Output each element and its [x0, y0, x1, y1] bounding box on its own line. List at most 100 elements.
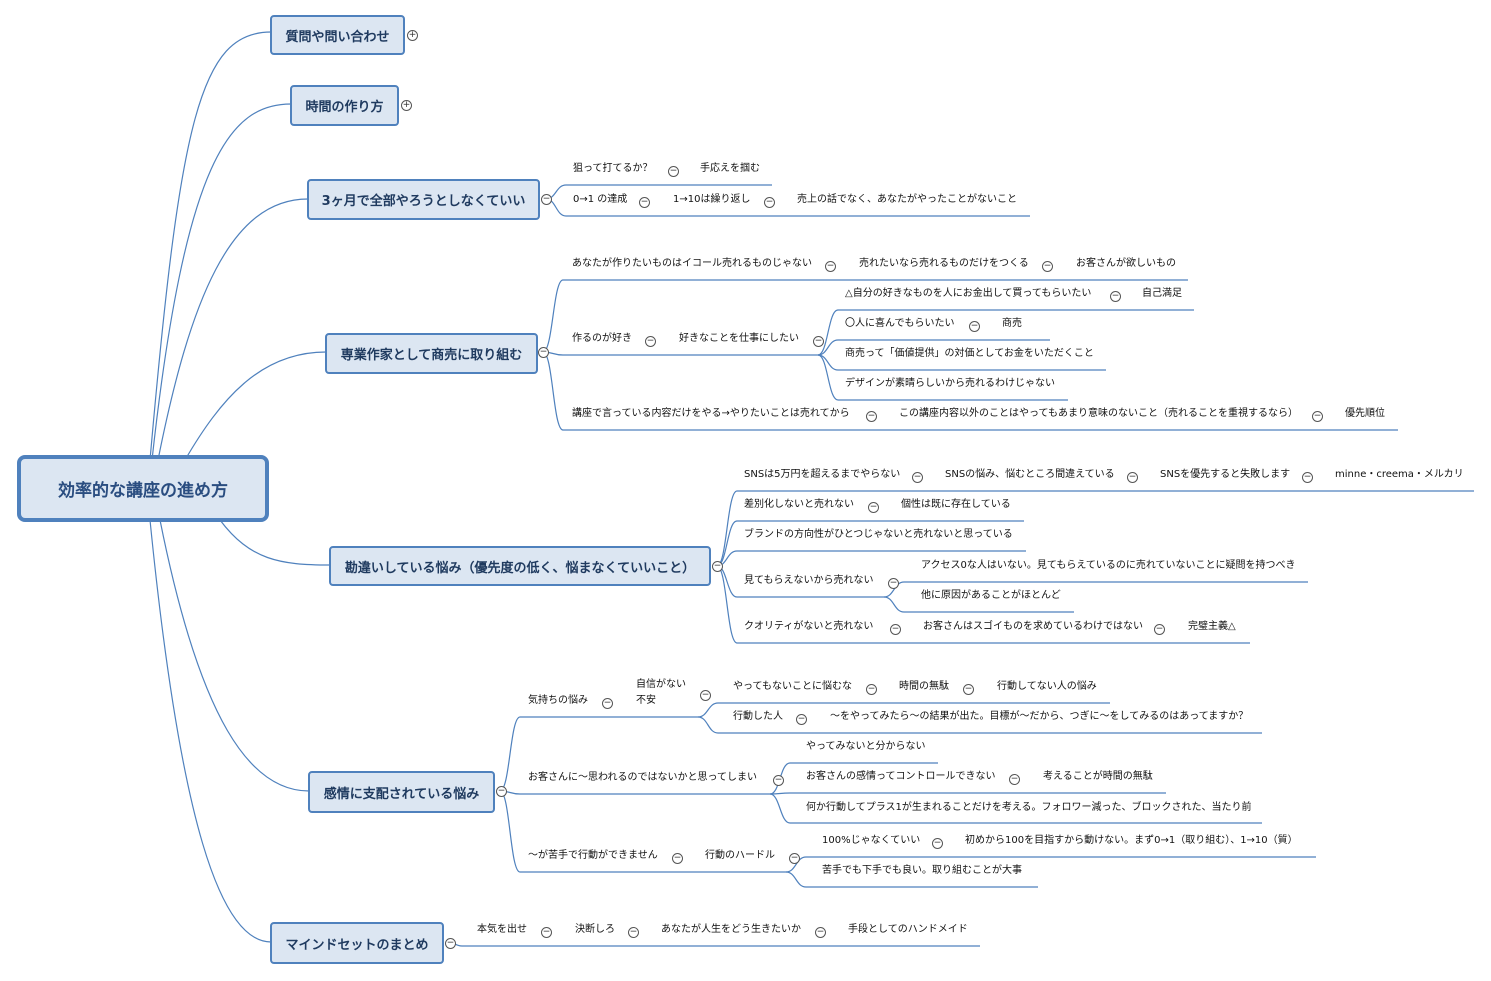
- minus-circle-icon[interactable]: −: [602, 698, 613, 709]
- minus-circle-icon[interactable]: −: [1042, 261, 1053, 272]
- minus-circle-icon[interactable]: −: [773, 775, 784, 786]
- minus-circle-icon[interactable]: −: [764, 197, 775, 208]
- minus-circle-icon[interactable]: −: [712, 561, 723, 572]
- branch-three-months[interactable]: 3ヶ月で全部やろうとしなくていい: [307, 179, 540, 220]
- minus-circle-icon[interactable]: −: [932, 838, 943, 849]
- node-not-about-sales[interactable]: 売上の話でなく、あなたがやったことがないこと: [797, 194, 1017, 205]
- node-customer-wants[interactable]: お客さんが欲しいもの: [1076, 258, 1176, 269]
- node-no-confidence-anxiety[interactable]: 自信がない不安: [636, 679, 686, 706]
- minus-circle-icon[interactable]: −: [1009, 774, 1020, 785]
- node-hobby-to-job[interactable]: 好きなことを仕事にしたい: [679, 333, 799, 344]
- minus-circle-icon[interactable]: −: [628, 927, 639, 938]
- minus-circle-icon[interactable]: −: [541, 927, 552, 938]
- node-not-perfect[interactable]: 100%じゃなくていい: [822, 835, 921, 846]
- minus-circle-icon[interactable]: −: [969, 321, 980, 332]
- node-waste-of-time[interactable]: 時間の無駄: [899, 681, 949, 692]
- node-customer-opinion[interactable]: お客さんに〜思われるのではないかと思ってしまい: [528, 772, 757, 783]
- node-like-making[interactable]: 作るのが好き: [572, 333, 632, 344]
- minus-circle-icon[interactable]: −: [541, 194, 552, 205]
- node-differentiation[interactable]: 差別化しないと売れない: [744, 499, 854, 510]
- branch-questions[interactable]: 質問や問い合わせ: [270, 15, 405, 55]
- minus-circle-icon[interactable]: −: [912, 472, 923, 483]
- minus-circle-icon[interactable]: −: [1154, 624, 1165, 635]
- node-access-not-zero[interactable]: アクセス0な人はいない。見てもらえているのに売れていないことに疑問を持つべき: [921, 560, 1296, 571]
- minus-circle-icon[interactable]: −: [445, 938, 456, 949]
- node-good-question-example[interactable]: 〜をやってみたら〜の結果が出た。目標が〜だから、つぎに〜をしてみるのはあってます…: [830, 711, 1249, 722]
- minus-circle-icon[interactable]: −: [825, 261, 836, 272]
- node-person-who-acted[interactable]: 行動した人: [733, 711, 783, 722]
- minus-circle-icon[interactable]: −: [815, 927, 826, 938]
- node-other-meaningless[interactable]: この講座内容以外のことはやってもあまり意味のないこと（売れることを重視するなら）: [899, 408, 1298, 419]
- node-priority[interactable]: 優先順位: [1345, 408, 1385, 419]
- minus-circle-icon[interactable]: −: [888, 578, 899, 589]
- minus-circle-icon[interactable]: −: [700, 690, 711, 701]
- central-topic[interactable]: 効率的な講座の進め方: [17, 455, 269, 522]
- node-make-what-sells[interactable]: 売れたいなら売れるものだけをつくる: [859, 258, 1029, 269]
- minus-circle-icon[interactable]: −: [668, 166, 679, 177]
- minus-circle-icon[interactable]: −: [639, 197, 650, 208]
- node-design-not-enough[interactable]: デザインが素晴らしいから売れるわけじゃない: [845, 378, 1055, 389]
- branch-misconceptions[interactable]: 勘違いしている悩み（優先度の低く、悩まなくていいこと）: [329, 546, 711, 586]
- node-plus-one-action[interactable]: 何か行動してプラス1が生まれることだけを考える。フォロワー減った、ブロックされた…: [806, 802, 1252, 813]
- node-individuality-exists[interactable]: 個性は既に存在している: [901, 499, 1011, 510]
- node-decide[interactable]: 決断しろ: [575, 924, 615, 935]
- node-brand-direction[interactable]: ブランドの方向性がひとつじゃないと売れないと思っている: [744, 529, 1013, 540]
- node-marketplaces[interactable]: minne・creema・メルカリ: [1335, 469, 1464, 480]
- minus-circle-icon[interactable]: −: [868, 502, 879, 513]
- node-dont-worry-untried[interactable]: やってもないことに悩むな: [733, 681, 852, 692]
- node-get-response[interactable]: 手応えを掴む: [700, 163, 760, 174]
- minus-circle-icon[interactable]: −: [963, 684, 974, 695]
- node-action-hurdle[interactable]: 行動のハードル: [705, 850, 775, 861]
- node-business[interactable]: 商売: [1002, 318, 1022, 329]
- minus-circle-icon[interactable]: −: [866, 684, 877, 695]
- node-feelings-worry[interactable]: 気持ちの悩み: [528, 695, 588, 706]
- node-one-to-ten[interactable]: 1→10は繰り返し: [673, 194, 751, 205]
- minus-circle-icon[interactable]: −: [1127, 472, 1138, 483]
- plus-circle-icon[interactable]: +: [401, 100, 412, 111]
- node-handmade-as-means[interactable]: 手段としてのハンドメイド: [848, 924, 968, 935]
- node-aim-shot[interactable]: 狙って打てるか？: [573, 163, 653, 174]
- node-quality[interactable]: クオリティがないと売れない: [744, 621, 874, 632]
- node-zero-to-one[interactable]: 0→1 の達成: [573, 194, 628, 205]
- minus-circle-icon[interactable]: −: [866, 411, 877, 422]
- node-self-satisfaction[interactable]: 自己満足: [1142, 288, 1182, 299]
- node-sns-limit[interactable]: SNSは5万円を超えるまでやらない: [744, 469, 901, 480]
- node-customers-not-seek-amazing[interactable]: お客さんはスゴイものを求めているわけではない: [923, 621, 1143, 632]
- node-want-vs-sell[interactable]: あなたが作りたいものはイコール売れるものじゃない: [572, 258, 812, 269]
- minus-circle-icon[interactable]: −: [890, 624, 901, 635]
- branch-mindset-summary[interactable]: マインドセットのまとめ: [270, 922, 444, 964]
- node-cannot-control-emotions[interactable]: お客さんの感情ってコントロールできない: [806, 771, 996, 782]
- node-must-try[interactable]: やってみないと分からない: [806, 741, 926, 752]
- minus-circle-icon[interactable]: −: [789, 853, 800, 864]
- minus-circle-icon[interactable]: −: [1302, 472, 1313, 483]
- node-how-to-live[interactable]: あなたが人生をどう生きたいか: [661, 924, 801, 935]
- node-other-cause[interactable]: 他に原因があることがほとんど: [921, 590, 1061, 601]
- node-perfectionism[interactable]: 完璧主義△: [1188, 621, 1236, 632]
- node-do-course-only[interactable]: 講座で言っている内容だけをやる→やりたいことは売れてから: [572, 408, 850, 419]
- node-sns-failure[interactable]: SNSを優先すると失敗します: [1160, 469, 1291, 480]
- minus-circle-icon[interactable]: −: [645, 336, 656, 347]
- minus-circle-icon[interactable]: −: [813, 336, 824, 347]
- minus-circle-icon[interactable]: −: [672, 853, 683, 864]
- node-not-seen[interactable]: 見てもらえないから売れない: [744, 575, 874, 586]
- node-thinking-waste[interactable]: 考えることが時間の無駄: [1043, 771, 1153, 782]
- node-cannot-act[interactable]: 〜が苦手で行動ができません: [528, 850, 658, 861]
- node-zero-to-one-first[interactable]: 初めから100を目指すから動けない。まず0→1（取り組む）、1→10（質）: [965, 835, 1298, 846]
- node-non-actor-worry[interactable]: 行動してない人の悩み: [997, 681, 1097, 692]
- node-engage-anyway[interactable]: 苦手でも下手でも良い。取り組むことが大事: [822, 865, 1022, 876]
- minus-circle-icon[interactable]: −: [1110, 291, 1121, 302]
- node-get-serious[interactable]: 本気を出せ: [477, 924, 527, 935]
- branch-professional-artist[interactable]: 専業作家として商売に取り組む: [325, 333, 538, 374]
- node-value-provision[interactable]: 商売って「価値提供」の対価としてお金をいただくこと: [845, 348, 1094, 359]
- branch-time-management[interactable]: 時間の作り方: [290, 85, 399, 126]
- node-sns-wrong-worry[interactable]: SNSの悩み、悩むところ間違えている: [945, 469, 1115, 480]
- plus-circle-icon[interactable]: +: [407, 30, 418, 41]
- branch-emotional-worries[interactable]: 感情に支配されている悩み: [308, 771, 495, 813]
- minus-circle-icon[interactable]: −: [1312, 411, 1323, 422]
- node-make-people-happy[interactable]: 〇人に喜んでもらいたい: [845, 318, 955, 329]
- node-buy-my-favorites[interactable]: △自分の好きなものを人にお金出して買ってもらいたい: [845, 288, 1092, 299]
- minus-circle-icon[interactable]: −: [538, 347, 549, 358]
- minus-circle-icon[interactable]: −: [796, 714, 807, 725]
- minus-circle-icon[interactable]: −: [496, 786, 507, 797]
